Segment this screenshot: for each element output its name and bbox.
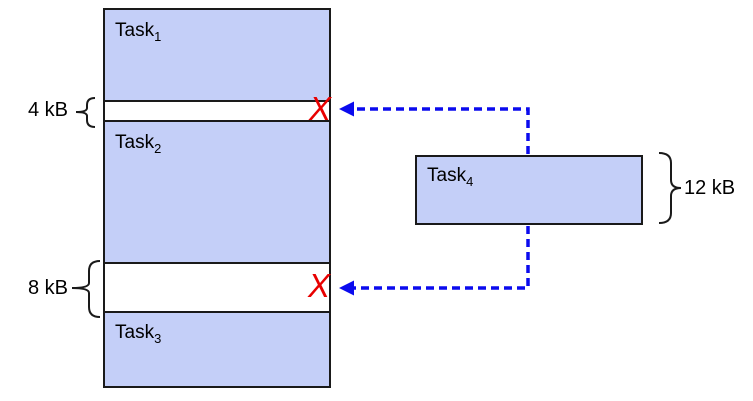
pending-task-box: Task4 [415, 155, 643, 225]
dashed-arrow-to-8kb-gap [351, 226, 530, 290]
reject-x-mark-4kb: X [308, 90, 331, 127]
size-brace-4kb-icon [75, 97, 96, 128]
task3-name: Task [115, 322, 155, 343]
arrowhead-left-8kb-icon [339, 280, 354, 296]
task4-subscript: 4 [466, 173, 474, 189]
task4-name: Task [427, 165, 467, 186]
task2-label: Task2 [115, 132, 162, 156]
gap-size-label-4kb: 4 kB [27, 99, 68, 121]
task3-label: Task3 [115, 322, 162, 346]
reject-x-mark-8kb: X [307, 267, 330, 304]
task1-subscript: 1 [154, 28, 162, 44]
free-gap-8kb [105, 262, 329, 313]
task3-subscript: 3 [154, 330, 162, 346]
size-brace-8kb-icon [71, 260, 101, 318]
gap-size-label-8kb: 8 kB [27, 277, 68, 299]
arrowhead-left-4kb-icon [339, 101, 354, 117]
task4-size-label: 12 kB [684, 177, 736, 199]
task2-subscript: 2 [154, 140, 162, 156]
free-gap-4kb [105, 100, 329, 122]
size-brace-12kb-icon [658, 152, 682, 224]
task1-name: Task [115, 20, 155, 41]
dashed-arrow-to-4kb-gap [351, 107, 530, 154]
task4-label: Task4 [427, 165, 474, 189]
memory-column: Task1 Task2 Task3 [103, 8, 331, 388]
task1-label: Task1 [115, 20, 162, 44]
task2-name: Task [115, 132, 155, 153]
